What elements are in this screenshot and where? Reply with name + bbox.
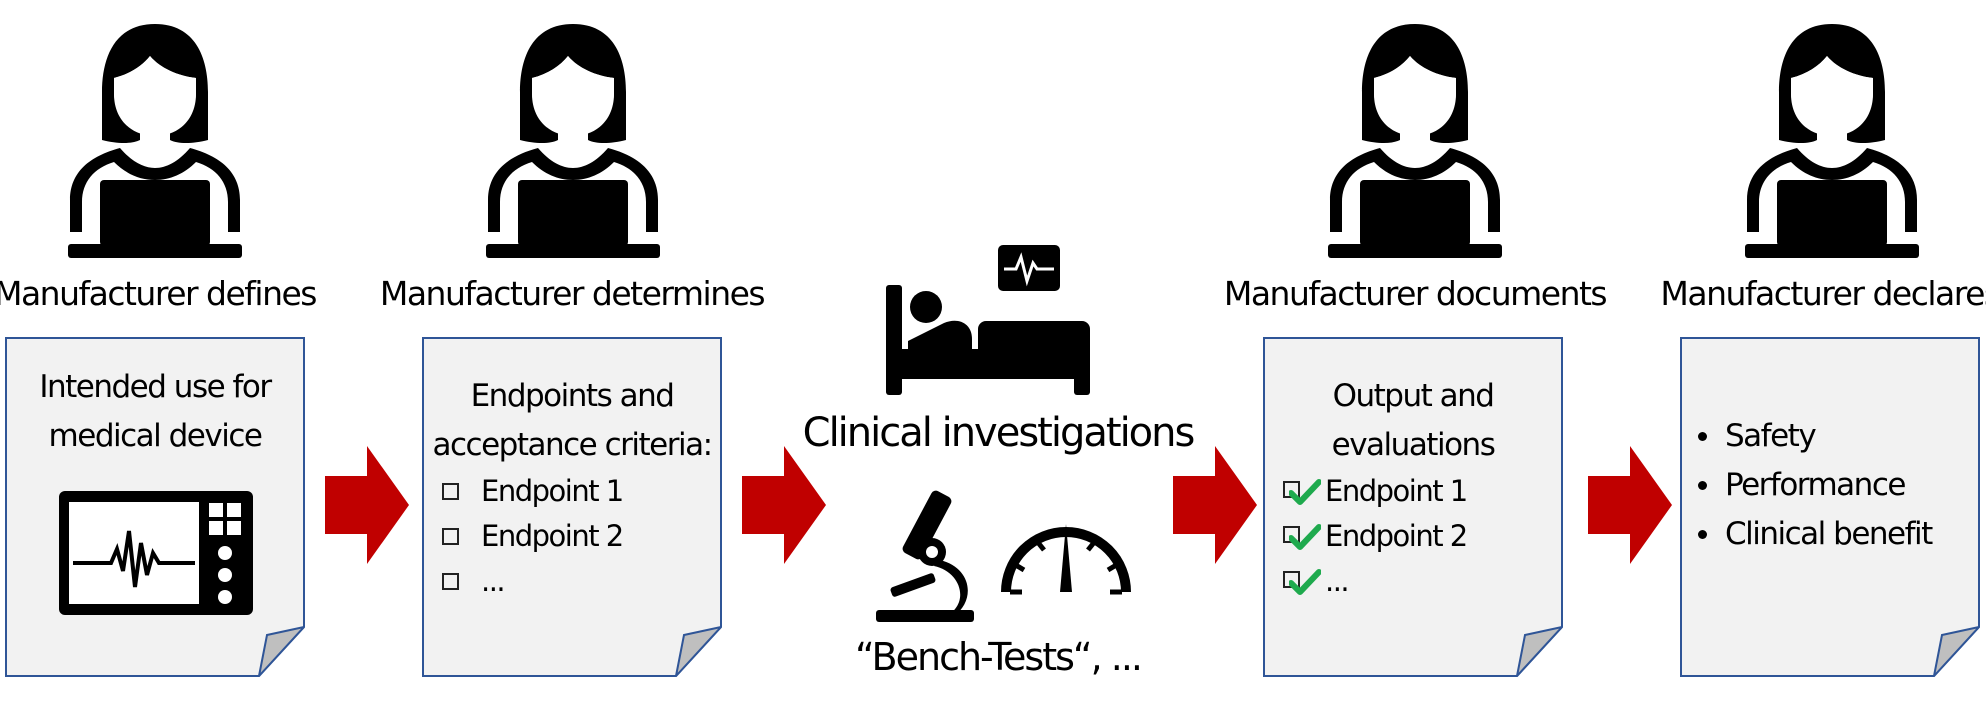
page-curl-icon [422,337,722,677]
list-item: Endpoint 2 [1283,514,1468,559]
checkmark-icon [1289,524,1321,550]
list-item: Clinical benefit [1698,510,1933,559]
list-item: Safety [1698,412,1932,461]
note-line: acceptance criteria: [432,427,713,463]
note-line: medical device [48,418,263,454]
page-curl-icon [1680,337,1980,677]
checkmark-icon [1289,569,1321,595]
list-item: Endpoint 1 [1283,469,1468,514]
step4-caption: Manufacturer documents [1223,274,1608,313]
list-item: Endpoint 2 [442,514,624,559]
list-item: Endpoint 1 [442,469,624,514]
note-line: evaluations [1331,427,1496,463]
bullet-icon [1698,432,1707,441]
bullet-icon [1698,481,1707,490]
arrow-right-icon [1173,446,1257,564]
clinical-investigations-title: Clinical investigations [802,410,1196,456]
step4-note: Output and evaluations Endpoint 1 Endpoi… [1263,337,1563,677]
checkmark-icon [1289,479,1321,505]
step1-caption: Manufacturer defines [0,274,318,313]
person-laptop-icon [60,22,250,262]
step5-note: Safety Performance Clinical benefit [1680,337,1980,677]
arrow-right-icon [742,446,826,564]
bullet-icon [1698,530,1707,539]
checkbox-icon [442,528,459,545]
step2-note: Endpoints and acceptance criteria: Endpo… [422,337,722,677]
microscope-icon [876,490,974,622]
list-item: ... [442,559,623,604]
step2-caption: Manufacturer determines [379,274,766,313]
checkbox-icon [442,483,459,500]
bench-tests-caption: “Bench-Tests“, ... [855,635,1143,679]
step5-caption: Manufacturer declares [1660,274,1986,313]
person-laptop-icon [1320,22,1510,262]
note-line: Output and [1332,378,1495,414]
list-item: Performance [1698,461,1932,510]
arrow-right-icon [325,446,409,564]
person-laptop-icon [478,22,668,262]
heart-monitor-icon [59,491,253,615]
checkbox-icon [442,573,459,590]
hospital-bed-icon [886,245,1090,395]
note-line: Intended use for [39,369,272,405]
page-curl-icon [1263,337,1563,677]
note-line: Endpoints and [470,378,675,414]
arrow-right-icon [1588,446,1672,564]
list-item: ... [1283,559,1467,604]
person-laptop-icon [1737,22,1927,262]
step1-note: Intended use for medical device [5,337,305,677]
speedometer-icon [1001,524,1131,595]
